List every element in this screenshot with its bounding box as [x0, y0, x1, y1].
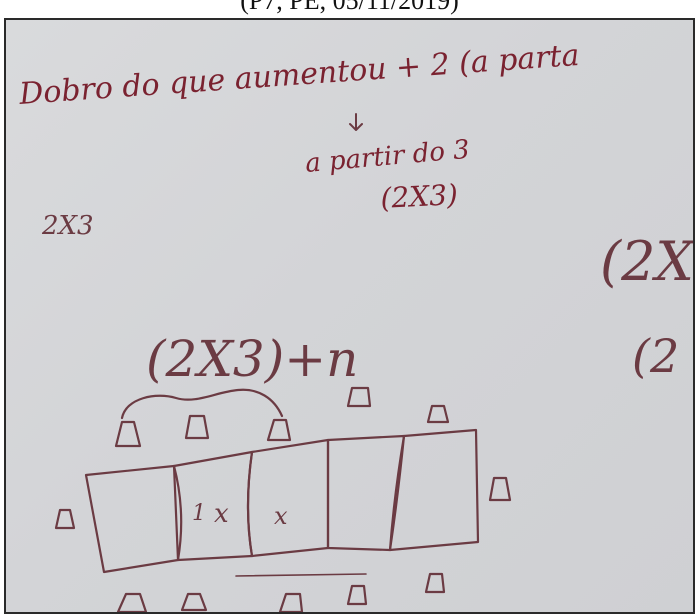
- top-shapes: [114, 386, 450, 448]
- cell-mark-1: 1: [192, 501, 206, 526]
- main-expression: (2X3)+n: [146, 330, 358, 388]
- note-line-1: Dobro do que aumentou + 2 (a parta: [17, 38, 580, 112]
- cell-mark-3: x: [274, 502, 288, 530]
- left-side-shape: [54, 508, 76, 530]
- bottom-shapes: [116, 572, 446, 612]
- box-row: [84, 428, 480, 574]
- note-line-2: a partir do 3: [304, 135, 471, 179]
- right-side-shape: [488, 476, 512, 502]
- bottom-underline: [235, 573, 367, 577]
- right-expression-2: (2: [632, 329, 679, 383]
- note-line-3: (2X3): [380, 178, 459, 215]
- handwritten-notes-photo: Dobro do que aumentou + 2 (a parta a par…: [4, 18, 695, 614]
- curly-bracket: [120, 388, 284, 420]
- arrow-mark: [349, 113, 363, 131]
- notes-canvas: Dobro do que aumentou + 2 (a parta a par…: [17, 38, 695, 612]
- left-expression: 2X3: [41, 211, 94, 241]
- right-expression-1: (2X: [600, 230, 695, 293]
- cell-mark-2: x: [214, 499, 229, 529]
- figure-caption: (P7, PE, 05/11/2019): [240, 0, 459, 15]
